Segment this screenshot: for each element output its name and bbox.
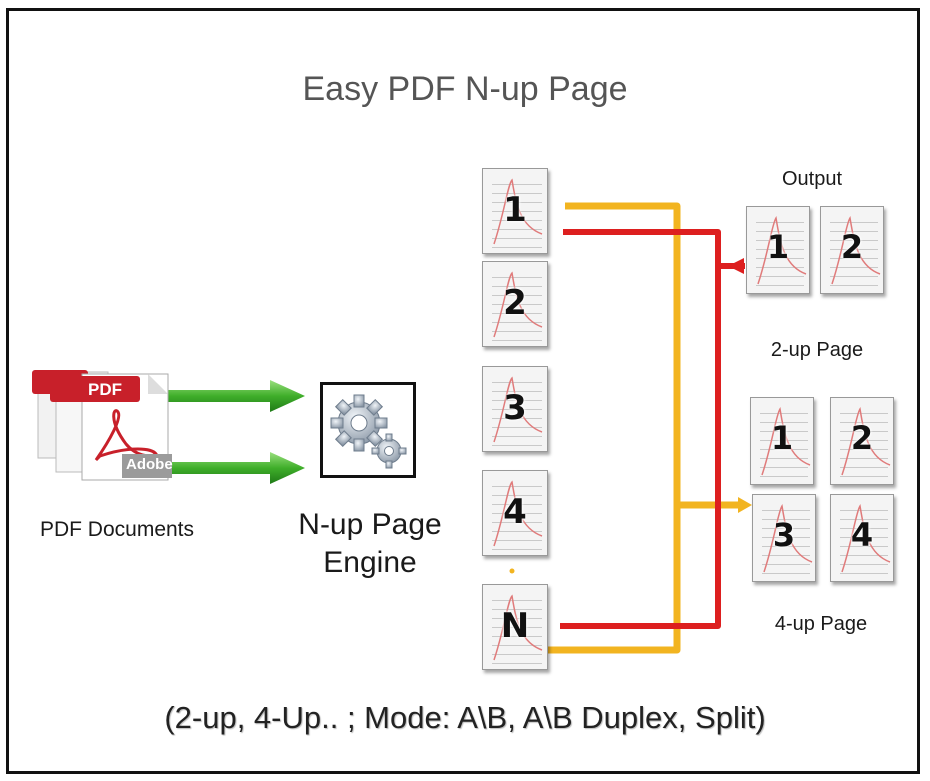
input-page-4-number: 4	[503, 492, 527, 532]
four-up-page-3: 3	[752, 494, 816, 582]
two-up-page-1: 1	[746, 206, 810, 294]
four-up-page-2-number: 2	[850, 419, 874, 457]
yellow-line-from-page-n	[548, 505, 681, 654]
engine-label-line2: Engine	[323, 546, 417, 579]
input-page-1: 1	[482, 168, 548, 254]
modes-caption: (2-up, 4-Up.. ; Mode: A\B, A\B Duplex, S…	[164, 700, 766, 735]
n-up-engine-box	[320, 382, 416, 478]
input-page-n-number: N	[500, 606, 530, 646]
four-up-page-2: 2	[830, 397, 894, 485]
input-page-1-number: 1	[503, 190, 527, 230]
four-up-label: 4-up Page	[774, 613, 868, 635]
four-up-page-1: 1	[750, 397, 814, 485]
two-up-page-2: 2	[820, 206, 884, 294]
four-up-page-4: 4	[830, 494, 894, 582]
engine-label-line1: N-up Page	[298, 508, 442, 541]
gears-icon	[330, 394, 407, 469]
two-up-page-2-number: 2	[840, 228, 864, 266]
yellow-line-from-page-1	[565, 202, 738, 509]
green-arrow-top	[160, 380, 305, 412]
red-arrowhead	[728, 258, 744, 274]
red-line-from-page-1	[563, 229, 745, 269]
input-page-2: 2	[482, 261, 548, 347]
input-page-n: N	[482, 584, 548, 670]
red-line-from-page-n	[560, 266, 721, 629]
adobe-brand-text: Adobe	[126, 456, 173, 473]
two-up-page-1-number: 1	[766, 228, 790, 266]
ellipsis-dot	[509, 568, 515, 574]
output-heading: Output	[781, 168, 843, 190]
green-arrow-bottom	[160, 452, 305, 484]
input-page-3-number: 3	[503, 388, 527, 428]
four-up-page-3-number: 3	[772, 516, 796, 554]
pdf-badge-text: PDF	[88, 380, 122, 399]
input-page-3: 3	[482, 366, 548, 452]
four-up-page-1-number: 1	[770, 419, 794, 457]
four-up-page-4-number: 4	[850, 516, 874, 554]
pdf-documents-icon: PDF Adobe	[30, 360, 180, 490]
diagram-title: Easy PDF N-up Page	[302, 70, 628, 108]
input-page-4: 4	[482, 470, 548, 556]
pdf-file-front	[78, 373, 172, 481]
two-up-label: 2-up Page	[770, 339, 864, 361]
pdf-documents-label: PDF Documents	[39, 518, 195, 541]
yellow-arrowhead	[738, 497, 752, 513]
input-page-2-number: 2	[503, 283, 527, 323]
